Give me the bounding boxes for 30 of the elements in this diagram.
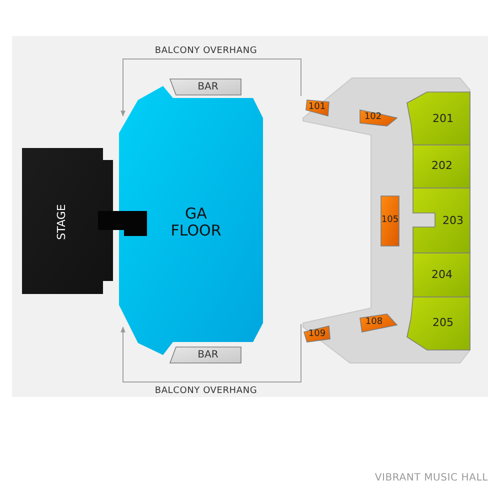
seating-section bbox=[381, 196, 399, 246]
section-number: 203 bbox=[442, 214, 464, 228]
section-number: 205 bbox=[432, 316, 454, 330]
seating-section bbox=[413, 145, 470, 188]
section-number: 101 bbox=[308, 103, 326, 113]
section-number: 105 bbox=[381, 216, 399, 226]
area-label: BAR bbox=[198, 82, 218, 92]
seating-section bbox=[413, 253, 470, 297]
area-label: BAR bbox=[198, 350, 218, 360]
seating-section bbox=[407, 92, 470, 145]
seating-section bbox=[407, 297, 470, 350]
section-number: 201 bbox=[432, 112, 454, 126]
area-label: STAGE bbox=[56, 204, 68, 240]
seating-section bbox=[304, 326, 330, 342]
seating-section bbox=[360, 314, 397, 332]
seating-section bbox=[306, 100, 329, 116]
stage-area bbox=[22, 148, 113, 294]
venue-name: VIBRANT MUSIC HALL bbox=[374, 472, 488, 484]
bar-area bbox=[170, 79, 241, 95]
overhang-label: BALCONY OVERHANG bbox=[154, 46, 258, 56]
area-label: GA FLOOR bbox=[170, 206, 222, 238]
section-number: 109 bbox=[308, 330, 326, 340]
seating-section bbox=[360, 110, 397, 126]
seating-section bbox=[413, 188, 470, 253]
section-number: 108 bbox=[365, 318, 383, 328]
section-number: 102 bbox=[364, 113, 382, 123]
section-number: 204 bbox=[432, 268, 452, 282]
overhang-label: BALCONY OVERHANG bbox=[154, 386, 258, 396]
bar-area bbox=[170, 347, 241, 363]
section-number: 202 bbox=[432, 160, 452, 172]
